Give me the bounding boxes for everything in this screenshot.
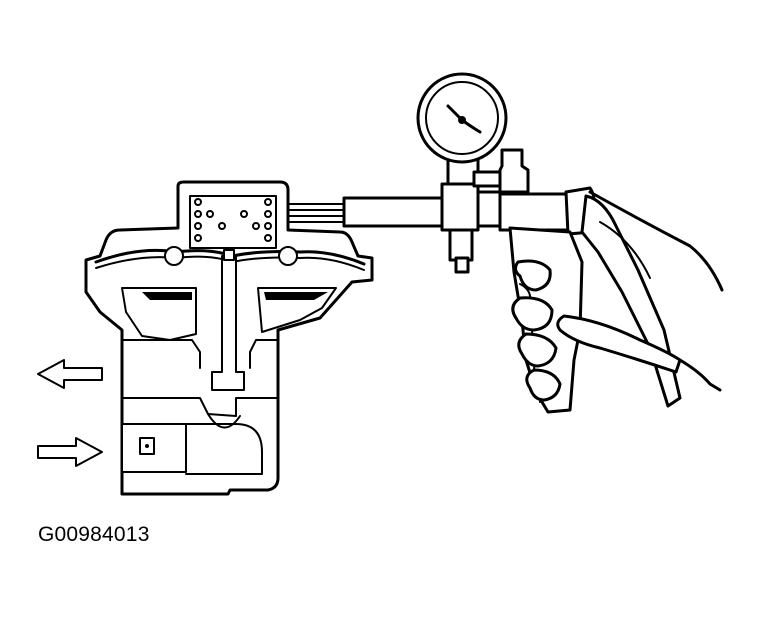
cover-bolt-holes <box>194 198 272 242</box>
valve-body <box>84 180 374 496</box>
arrow-right-icon <box>37 437 103 467</box>
hand <box>511 190 724 402</box>
vacuum-gauge <box>416 72 508 164</box>
vacuum-hose <box>287 196 444 228</box>
figure-code: G00984013 <box>38 523 150 546</box>
arrow-left-icon <box>37 359 103 389</box>
